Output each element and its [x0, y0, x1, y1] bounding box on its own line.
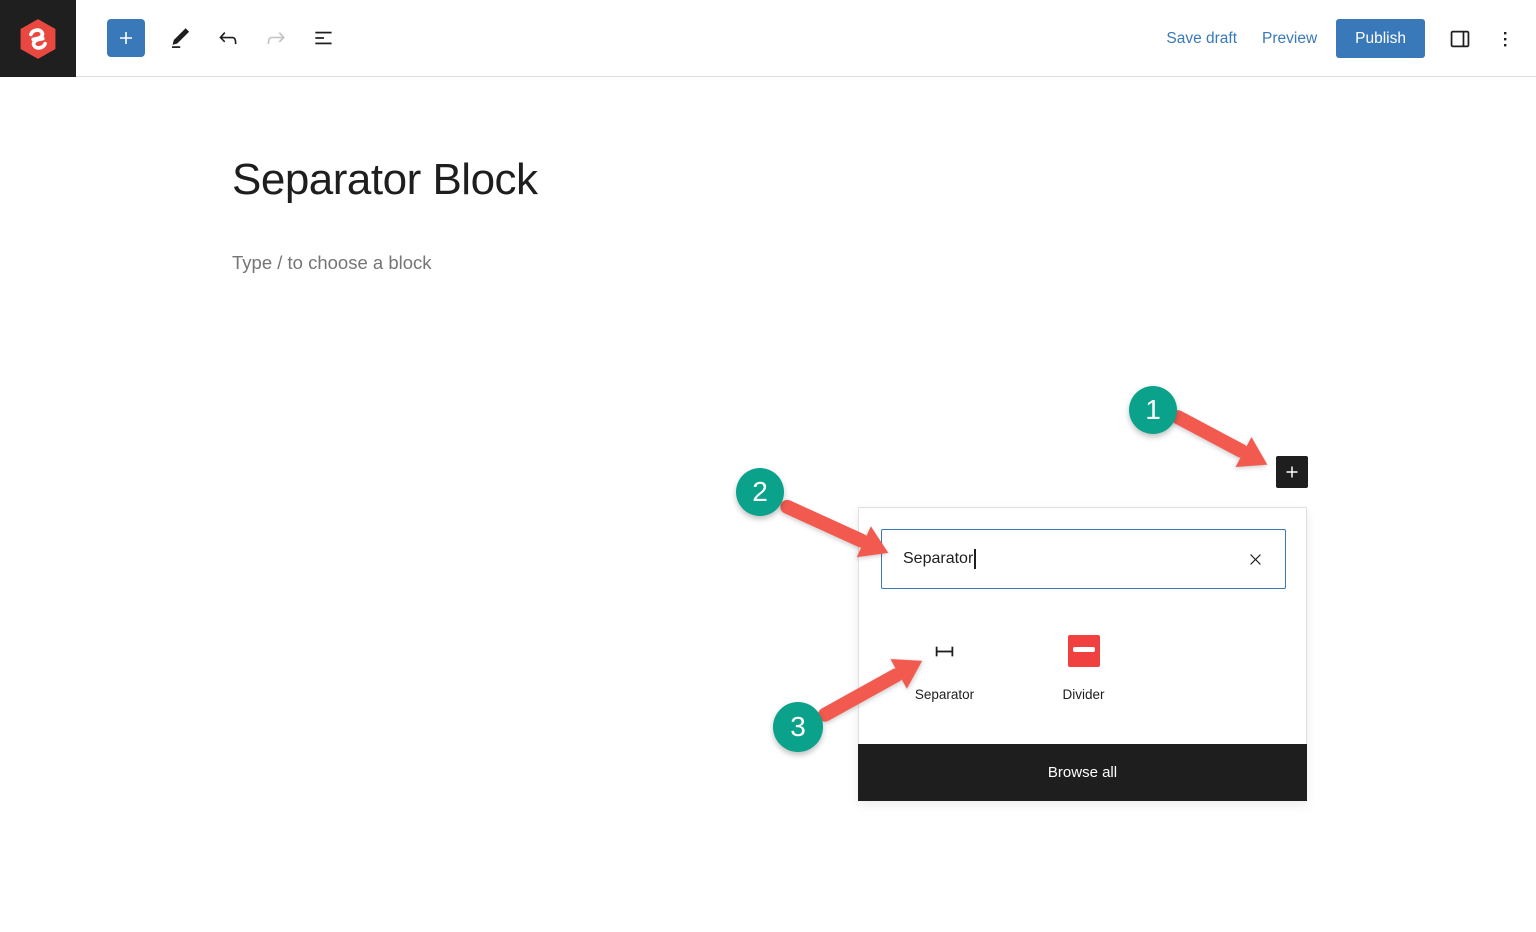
browse-all-button[interactable]: Browse all: [858, 744, 1307, 801]
separator-block-icon: [931, 635, 958, 667]
more-options-button[interactable]: [1487, 21, 1523, 57]
sidebar-panel-icon: [1447, 26, 1473, 52]
search-input-value: Separator: [903, 550, 974, 567]
plus-icon: [114, 26, 138, 50]
block-result-label: Separator: [914, 687, 975, 702]
text-cursor: [974, 549, 976, 569]
step-badge-3: 3: [773, 702, 823, 752]
block-inserter-popup: Separator Separator: [858, 507, 1307, 801]
pencil-icon: [167, 25, 193, 51]
toolbar-tools: [161, 19, 343, 57]
preview-button[interactable]: Preview: [1262, 29, 1318, 47]
step-badge-1: 1: [1129, 386, 1177, 434]
close-icon: [1246, 550, 1265, 569]
step-badge-2: 2: [736, 468, 784, 516]
clear-search-button[interactable]: [1243, 547, 1267, 571]
site-logo-button[interactable]: [0, 0, 76, 77]
block-result-label: Divider: [1062, 687, 1105, 702]
redo-button[interactable]: [257, 19, 295, 57]
edit-mode-button[interactable]: [161, 19, 199, 57]
redo-icon: [263, 25, 289, 51]
empty-block-placeholder[interactable]: Type / to choose a block: [232, 252, 432, 273]
block-result-separator[interactable]: Separator: [875, 635, 1014, 702]
topbar-actions: Save draft Preview Publish: [1166, 0, 1536, 77]
divider-block-icon: [1067, 635, 1100, 667]
save-draft-button[interactable]: Save draft: [1166, 29, 1238, 47]
post-title-input[interactable]: Separator Block: [232, 155, 538, 204]
block-results-grid: Separator Divider: [875, 635, 1292, 702]
kebab-menu-icon: [1493, 27, 1517, 51]
plus-icon: [1281, 461, 1303, 483]
undo-icon: [215, 25, 241, 51]
editor-topbar: Save draft Preview Publish: [0, 0, 1536, 77]
list-view-button[interactable]: [305, 19, 343, 57]
block-inserter-button[interactable]: [1276, 456, 1308, 488]
smash-balloon-logo-icon: [15, 16, 61, 62]
toggle-block-inserter-button[interactable]: [107, 19, 145, 57]
undo-button[interactable]: [209, 19, 247, 57]
block-search-input[interactable]: Separator: [881, 529, 1286, 589]
list-view-icon: [311, 25, 337, 51]
publish-button[interactable]: Publish: [1336, 19, 1425, 58]
block-result-divider[interactable]: Divider: [1014, 635, 1153, 702]
settings-sidebar-button[interactable]: [1442, 21, 1478, 57]
